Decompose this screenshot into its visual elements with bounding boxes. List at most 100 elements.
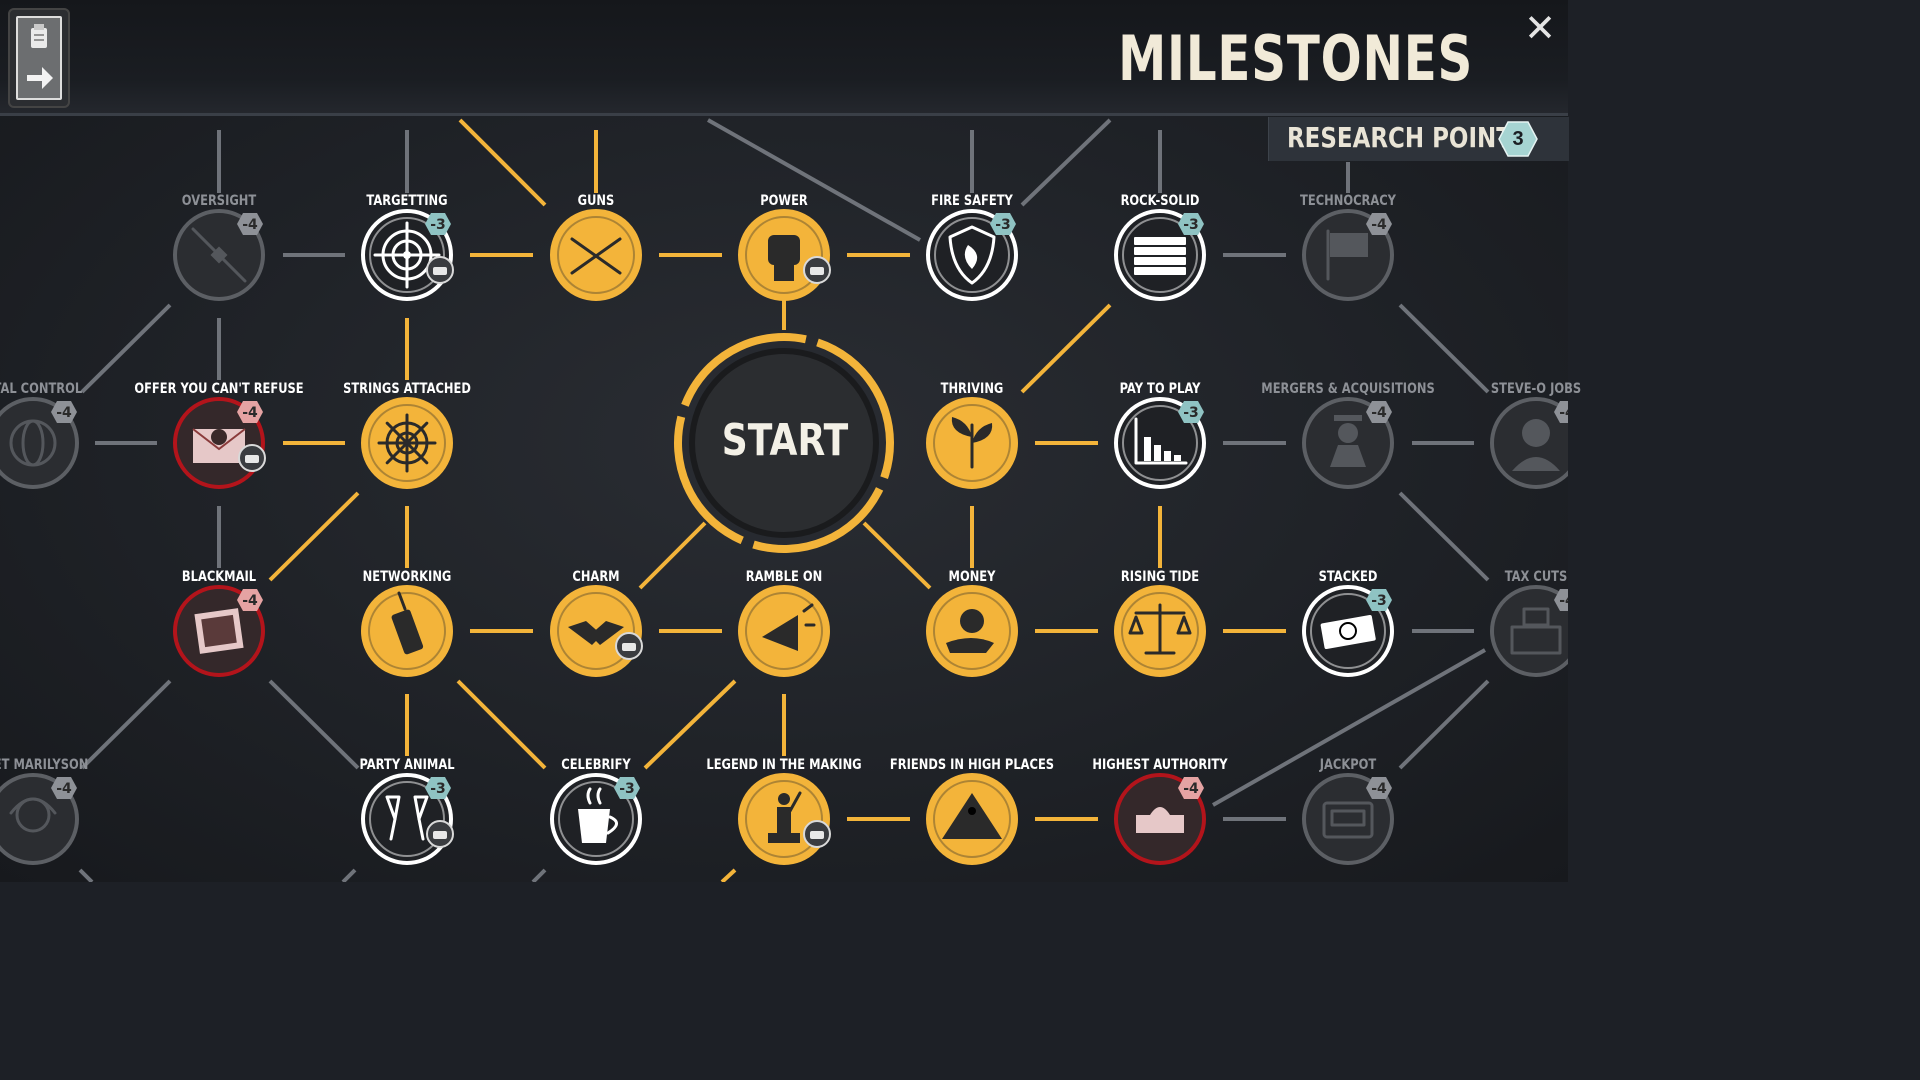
connector-line bbox=[1398, 491, 1490, 582]
cost-value: -3 bbox=[1371, 593, 1387, 609]
milestone-networking[interactable] bbox=[361, 585, 453, 677]
connector-line bbox=[80, 679, 172, 770]
label-steve-o-jobs: STEVE-O JOBS bbox=[1490, 381, 1582, 397]
milestone-highest-authority[interactable]: -4 bbox=[1114, 773, 1206, 865]
milestone-strings-attached[interactable] bbox=[361, 397, 453, 489]
milestone-power[interactable] bbox=[738, 209, 831, 301]
cost-hexagon-icon bbox=[990, 213, 1016, 235]
milestone-mergers[interactable]: -4 bbox=[1302, 397, 1394, 489]
start-node[interactable] bbox=[641, 300, 928, 587]
connector-line bbox=[720, 868, 737, 882]
cost-hexagon-icon bbox=[1178, 213, 1204, 235]
connector-line bbox=[862, 521, 932, 590]
cost-hexagon-icon bbox=[1366, 589, 1392, 611]
cost-value: -3 bbox=[995, 217, 1011, 233]
milestone-scarlet[interactable]: -4 bbox=[0, 773, 79, 865]
header-bar: MILESTONES ✕ bbox=[0, 0, 1568, 116]
phone-icon bbox=[391, 591, 424, 655]
label-jackpot: JACKPOT bbox=[1319, 757, 1377, 773]
people-icon bbox=[426, 820, 454, 848]
milestone-steve-o-jobs[interactable]: -4 bbox=[1490, 397, 1568, 489]
bust-icon bbox=[1512, 419, 1560, 471]
label-networking: NETWORKING bbox=[362, 569, 452, 585]
connector-line bbox=[456, 679, 547, 770]
milestone-rock-solid[interactable]: -3 bbox=[1114, 209, 1206, 301]
milestone-guns[interactable] bbox=[550, 209, 642, 301]
milestone-rising-tide[interactable] bbox=[1114, 585, 1206, 677]
label-rising-tide: RISING TIDE bbox=[1120, 569, 1200, 585]
close-button[interactable]: ✕ bbox=[1522, 9, 1558, 47]
cost-hexagon-icon bbox=[425, 777, 451, 799]
connector-line bbox=[268, 491, 360, 582]
milestone-jackpot[interactable]: -4 bbox=[1302, 773, 1394, 865]
cost-hexagon-icon bbox=[237, 589, 263, 611]
label-guns: GUNS bbox=[577, 193, 615, 209]
milestone-oversight[interactable]: -4 bbox=[173, 209, 265, 301]
crossed-rifles-icon bbox=[570, 237, 622, 275]
label-party-animal: PARTY ANIMAL bbox=[359, 757, 455, 773]
milestone-friends[interactable] bbox=[926, 773, 1018, 865]
research-points-label: RESEARCH POINTS bbox=[1287, 121, 1529, 154]
label-money: MONEY bbox=[948, 569, 996, 585]
label-stacked: STACKED bbox=[1318, 569, 1378, 585]
cost-value: -4 bbox=[1559, 405, 1568, 421]
sprout-icon bbox=[951, 417, 993, 469]
cost-value: -3 bbox=[1183, 217, 1199, 233]
milestone-total-control[interactable]: -4 bbox=[0, 397, 79, 489]
connector-line bbox=[638, 521, 707, 590]
milestone-charm[interactable] bbox=[550, 585, 643, 677]
cost-value: -3 bbox=[430, 781, 446, 797]
milestone-tree: -4 -3 -3 -3 -4 -4 -4 -3 -4 -4 -4 -3 -4 -4 -3 -3 -4 -4 bbox=[0, 118, 1568, 882]
megaphone-icon bbox=[762, 603, 816, 651]
milestone-offer[interactable]: -4 bbox=[173, 397, 266, 489]
connector-line bbox=[1398, 679, 1490, 770]
milestone-blackmail[interactable]: -4 bbox=[173, 585, 265, 677]
cost-hexagon-icon bbox=[425, 213, 451, 235]
brick-wall-icon bbox=[1134, 237, 1186, 275]
scales-icon bbox=[1128, 603, 1192, 655]
cost-value: -4 bbox=[56, 781, 72, 797]
connector-line bbox=[531, 868, 547, 882]
label-legend: LEGEND IN THE MAKING bbox=[706, 757, 862, 773]
milestone-pay-to-play[interactable]: -3 bbox=[1114, 397, 1206, 489]
milestone-party-animal[interactable]: -3 bbox=[361, 773, 454, 865]
milestone-money[interactable] bbox=[926, 585, 1018, 677]
label-celebrify: CELEBRIFY bbox=[561, 757, 631, 773]
milestone-technocracy[interactable]: -4 bbox=[1302, 209, 1394, 301]
milestone-targetting[interactable]: -3 bbox=[361, 209, 454, 301]
exit-button[interactable] bbox=[8, 8, 70, 108]
cost-hexagon-icon bbox=[51, 401, 77, 423]
milestone-celebrify[interactable]: -3 bbox=[550, 773, 642, 865]
connector-line bbox=[1398, 303, 1490, 394]
milestone-tax-cuts[interactable]: -4 bbox=[1490, 585, 1568, 677]
cost-value: -3 bbox=[619, 781, 635, 797]
label-power: POWER bbox=[760, 193, 808, 209]
cost-value: -4 bbox=[1371, 217, 1387, 233]
connector-line bbox=[1020, 118, 1112, 207]
label-fire-safety: FIRE SAFETY bbox=[931, 193, 1013, 209]
label-oversight: OVERSIGHT bbox=[181, 193, 257, 209]
cost-hexagon-icon bbox=[237, 213, 263, 235]
milestone-fire-safety[interactable]: -3 bbox=[926, 209, 1018, 301]
white-house-icon bbox=[1136, 807, 1184, 833]
milestone-legend[interactable] bbox=[738, 773, 831, 865]
cost-value: -4 bbox=[1371, 405, 1387, 421]
cost-hexagon-icon bbox=[1178, 777, 1204, 799]
fist-icon bbox=[768, 235, 800, 281]
shield-flame-icon bbox=[948, 225, 996, 285]
milestone-ramble-on[interactable] bbox=[738, 585, 830, 677]
slot-machine-icon bbox=[1322, 801, 1374, 839]
clipboard-exit-icon bbox=[16, 16, 62, 100]
connector-line bbox=[1020, 303, 1112, 394]
censored-photo-icon bbox=[194, 608, 244, 654]
label-tax-cuts: TAX CUTS bbox=[1504, 569, 1568, 585]
milestone-thriving[interactable] bbox=[926, 397, 1018, 489]
connector-line bbox=[341, 868, 357, 882]
cost-hexagon-icon bbox=[1366, 777, 1392, 799]
label-total-control: OTAL CONTROL bbox=[0, 381, 83, 397]
connector-line bbox=[1212, 648, 1486, 807]
milestone-stacked[interactable]: -3 bbox=[1302, 585, 1394, 677]
cost-hexagon-icon bbox=[1554, 589, 1568, 611]
cost-value: -4 bbox=[242, 405, 258, 421]
connector-line bbox=[268, 679, 360, 770]
